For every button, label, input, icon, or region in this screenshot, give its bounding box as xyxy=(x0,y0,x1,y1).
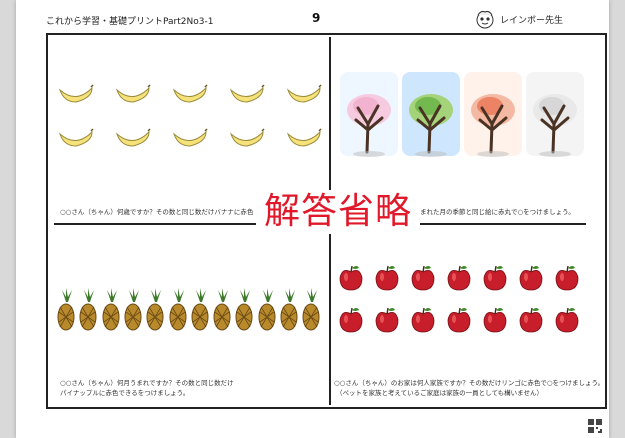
banana-icon xyxy=(115,84,151,103)
apple-icon xyxy=(411,265,435,291)
pineapple-icon xyxy=(258,288,276,331)
pineapple-icon xyxy=(57,288,75,331)
pineapple-icon xyxy=(102,288,120,331)
banana-icon xyxy=(286,84,322,103)
apple-icon xyxy=(375,265,399,291)
prompt-bottom-right-1: ○○さん（ちゃん）のお家は何人家族ですか？その数だけリンゴに赤色で○をつけましょ… xyxy=(334,379,605,387)
pineapple-icon xyxy=(302,288,320,331)
tree-spring-icon xyxy=(340,72,398,157)
prompt-top-left: ○○さん（ちゃん）何歳ですか？その数と同じ数だけバナナに赤色 xyxy=(60,208,254,216)
apple-icon xyxy=(519,307,543,333)
prompt-bottom-left-2: パイナップルに赤色できるをつけましょう。 xyxy=(60,389,190,397)
tree-summer-icon xyxy=(402,72,460,157)
pineapple-icon xyxy=(79,288,97,331)
pineapple-icon xyxy=(213,288,231,331)
banana-icon xyxy=(115,128,151,147)
tree-winter-icon xyxy=(526,72,584,157)
pineapple-icon xyxy=(191,288,209,331)
prompt-bottom-right-2: （ペットを家族と考えているご家庭は家族の一員としても構いません） xyxy=(336,389,543,397)
horizontal-divider-right xyxy=(420,223,586,225)
banana-icon xyxy=(58,128,94,147)
worksheet-frame xyxy=(46,33,607,409)
banana-icon xyxy=(286,128,322,147)
pineapple-icon xyxy=(169,288,186,331)
apple-icon xyxy=(483,265,507,291)
banana-grid xyxy=(54,78,324,158)
brand-name: レインボー先生 xyxy=(499,15,563,26)
apple-icon xyxy=(411,307,435,333)
apple-icon xyxy=(447,307,471,333)
pineapple-icon xyxy=(235,288,253,331)
brand-logo: レインボー先生 xyxy=(474,8,563,30)
pineapple-row xyxy=(54,288,324,334)
pineapple-icon xyxy=(124,288,142,331)
qr-code-icon xyxy=(588,419,602,433)
page-number: 9 xyxy=(312,11,321,25)
prompt-top-right: まれた月の季節と同じ絵に赤丸で○をつけましょう。 xyxy=(420,208,575,216)
pineapple-icon xyxy=(146,288,164,331)
banana-icon xyxy=(58,84,94,103)
apple-icon xyxy=(375,307,399,333)
apple-icon xyxy=(339,307,363,333)
banana-icon xyxy=(172,84,208,103)
apple-icon xyxy=(555,307,579,333)
season-trees xyxy=(338,70,588,162)
horizontal-divider-left xyxy=(54,223,264,225)
prompt-bottom-left-1: ○○さん（ちゃん）何月うまれですか？その数と同じ数だけ xyxy=(60,379,234,387)
apple-icon xyxy=(339,265,363,291)
cartoon-face-icon xyxy=(476,10,494,29)
apple-icon xyxy=(483,307,507,333)
banana-icon xyxy=(229,84,265,103)
banana-icon xyxy=(229,128,265,147)
answer-omitted-stamp: 解答省略 xyxy=(256,190,420,234)
apple-icon xyxy=(447,265,471,291)
worksheet-title: これから学習・基礎プリントPart2No3-1 xyxy=(46,17,214,27)
banana-icon xyxy=(172,128,208,147)
apple-icon xyxy=(555,265,579,291)
pineapple-icon xyxy=(280,288,298,331)
apple-icon xyxy=(519,265,543,291)
tree-autumn-icon xyxy=(464,72,522,157)
apple-grid xyxy=(336,262,590,342)
